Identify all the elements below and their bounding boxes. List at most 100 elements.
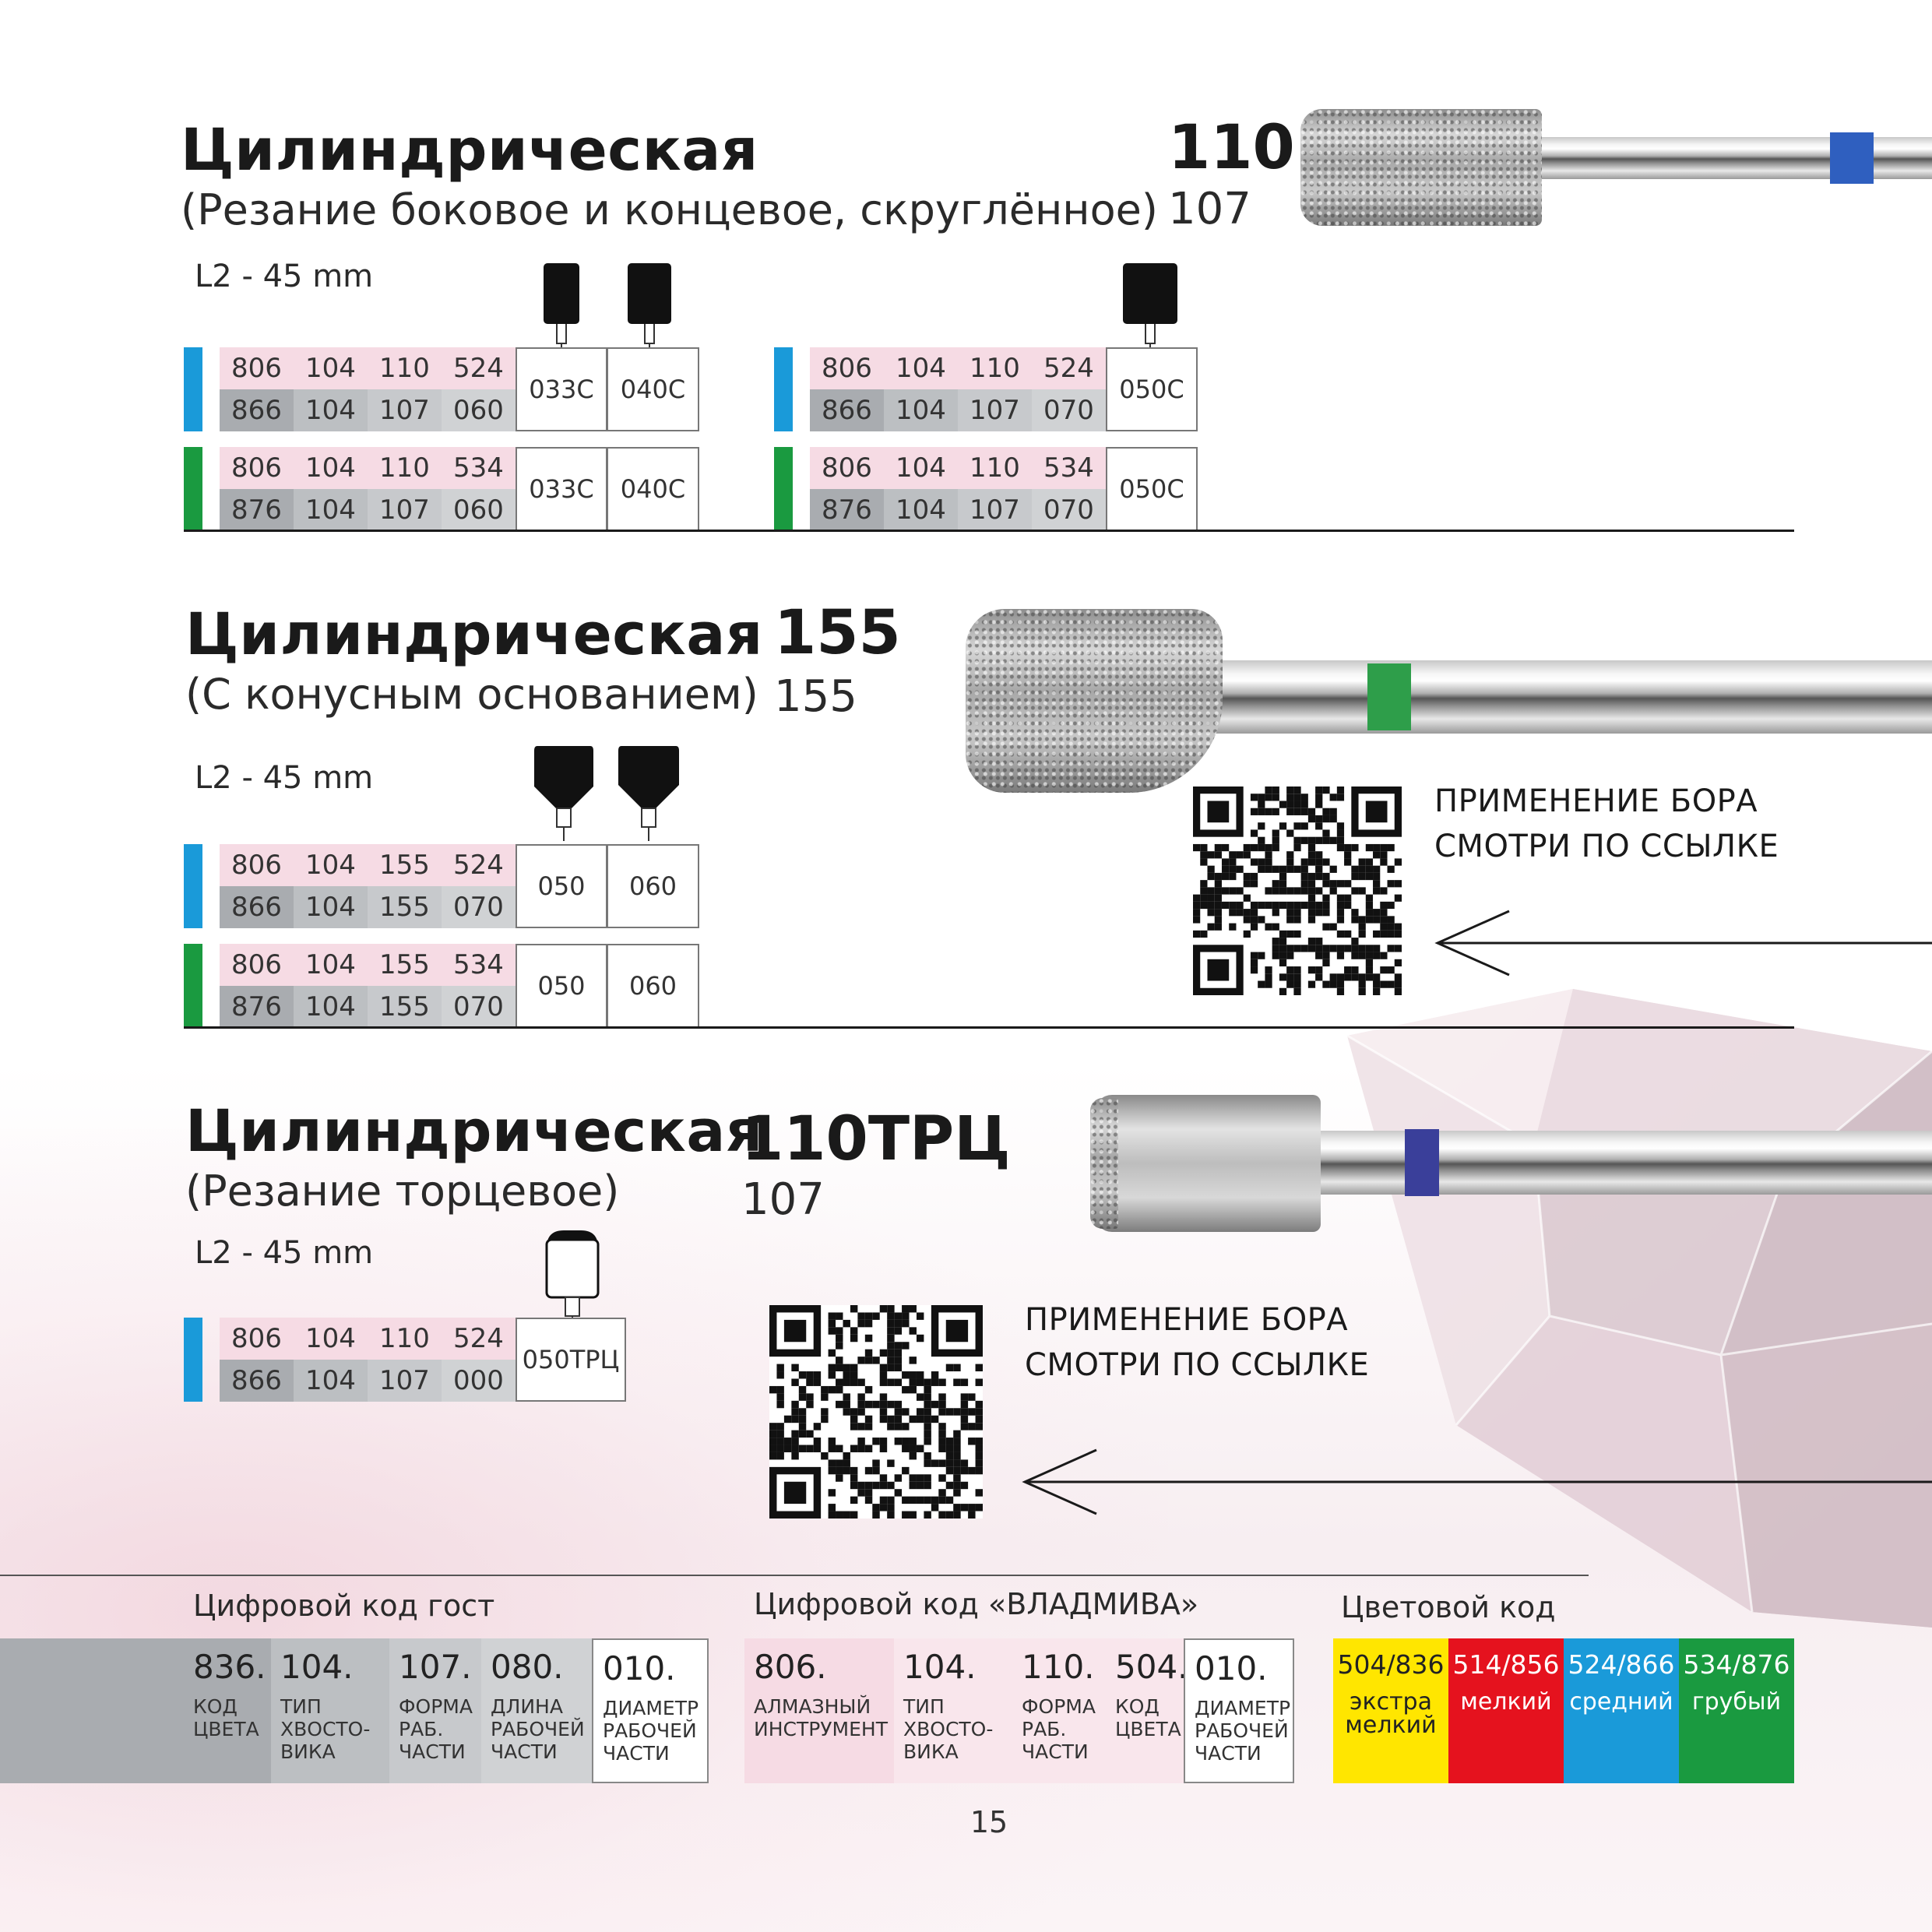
qr-hint-line: СМОТРИ ПО ССЫЛКЕ — [1025, 1347, 1370, 1383]
code-cell: 107 — [368, 1360, 442, 1402]
legend-num: 504/836 — [1337, 1649, 1445, 1680]
legend-gost-title: Цифровой код гост — [193, 1589, 495, 1623]
size-box: 050С — [1106, 347, 1198, 431]
color-bar-green — [184, 447, 202, 531]
size-box: 040С — [607, 447, 699, 531]
legend-num: 534/876 — [1683, 1649, 1790, 1680]
legend-vladmiva-cell: 806. АЛМАЗНЫЙ ИНСТРУМЕНТ — [744, 1638, 894, 1783]
legend-num: 010. — [1195, 1649, 1268, 1687]
legend-vladmiva-cell: 110. ФОРМА РАБ. ЧАСТИ — [1012, 1638, 1106, 1783]
code-cell: 866 — [220, 389, 294, 431]
size-box: 050С — [1106, 447, 1198, 531]
section1-subtitle: (Резание боковое и концевое, скруглённое… — [181, 185, 1158, 234]
code-cell: 110 — [368, 347, 442, 389]
legend-label: ФОРМА РАБ. ЧАСТИ — [1022, 1695, 1096, 1763]
legend-num: 107. — [399, 1648, 472, 1686]
legend-color-yellow: 504/836 экстра мелкий — [1333, 1638, 1448, 1783]
code-cell: 534 — [1032, 447, 1106, 489]
section3-code-main: 110ТРЦ — [741, 1104, 1011, 1174]
code-cell: 104 — [884, 447, 958, 489]
legend-color-red: 514/856 мелкий — [1448, 1638, 1564, 1783]
qr-code-icon[interactable] — [769, 1305, 983, 1519]
code-cell: 107 — [958, 489, 1032, 531]
code-cell: 104 — [294, 944, 368, 986]
section-divider — [184, 530, 1794, 532]
bur-steel-head — [1095, 1095, 1321, 1232]
code-cell: 104 — [294, 489, 368, 531]
qr-hint-line: СМОТРИ ПО ССЫЛКЕ — [1434, 829, 1779, 864]
code-cell: 104 — [294, 844, 368, 886]
legend-label: ДЛИНА РАБОЧЕЙ ЧАСТИ — [491, 1695, 585, 1763]
code-cell: 534 — [442, 944, 516, 986]
legend-label: ТИП ХВОСТО- ВИКА — [903, 1695, 994, 1763]
bur-shank — [1191, 660, 1932, 734]
legend-label: АЛМАЗНЫЙ ИНСТРУМЕНТ — [754, 1695, 888, 1740]
code-cell: 155 — [368, 944, 442, 986]
legend-gost-cell: 010. ДИАМЕТР РАБОЧЕЙ ЧАСТИ — [592, 1638, 709, 1783]
section3-code-sub: 107 — [741, 1174, 825, 1225]
arrow-left-icon — [1434, 910, 1932, 977]
section1-title: Цилиндрическая — [181, 117, 758, 184]
code-cell: 806 — [810, 347, 884, 389]
code-cell: 876 — [810, 489, 884, 531]
legend-num: 010. — [603, 1649, 676, 1687]
legend-vladmiva: 806. АЛМАЗНЫЙ ИНСТРУМЕНТ 104. ТИП ХВОСТО… — [744, 1638, 1294, 1783]
size-box: 033С — [516, 447, 607, 531]
legend-label: мелкий — [1460, 1688, 1552, 1716]
size-box: 050 — [516, 944, 607, 1028]
code-cell: 104 — [884, 347, 958, 389]
code-cell: 000 — [442, 1360, 516, 1402]
qr-hint-line: ПРИМЕНЕНИЕ БОРА — [1434, 783, 1758, 819]
shape-icon-060-cone — [618, 746, 679, 841]
code-cell: 524 — [442, 347, 516, 389]
code-cell: 806 — [220, 447, 294, 489]
code-cell: 104 — [294, 447, 368, 489]
legend-num: 514/856 — [1452, 1649, 1560, 1680]
code-table: 806 104 110 534 876 104 107 070 050С — [774, 447, 1198, 531]
code-cell: 104 — [294, 389, 368, 431]
section1-length: L2 - 45 mm — [195, 259, 374, 294]
code-cell: 806 — [220, 944, 294, 986]
size-box: 040С — [607, 347, 699, 431]
legend-num: 836. — [193, 1648, 266, 1686]
legend-vladmiva-cell: 104. ТИП ХВОСТО- ВИКА — [894, 1638, 1012, 1783]
legend-divider — [0, 1575, 1589, 1576]
code-cell: 070 — [442, 986, 516, 1028]
bur-color-band-blue — [1830, 132, 1874, 184]
legend-num: 110. — [1022, 1648, 1095, 1686]
legend-num: 806. — [754, 1648, 827, 1686]
legend-label: КОД ЦВЕТА — [193, 1695, 259, 1740]
qr-hint-text: ПРИМЕНЕНИЕ БОРА СМОТРИ ПО ССЫЛКЕ — [1434, 779, 1779, 869]
legend-vladmiva-cell: 504. КОД ЦВЕТА — [1106, 1638, 1188, 1783]
section2-code-sub: 155 — [774, 671, 857, 722]
legend-label: грубый — [1691, 1688, 1782, 1716]
code-cell: 866 — [220, 886, 294, 928]
code-cell: 524 — [442, 1318, 516, 1360]
qr-code-icon[interactable] — [1193, 787, 1402, 995]
section3-length: L2 - 45 mm — [195, 1235, 374, 1271]
code-cell: 806 — [810, 447, 884, 489]
shape-icon-033 — [544, 263, 579, 360]
legend-num: 080. — [491, 1648, 564, 1686]
code-cell: 104 — [884, 389, 958, 431]
legend-color-green: 534/876 грубый — [1679, 1638, 1794, 1783]
code-cell: 070 — [1032, 389, 1106, 431]
bur-diamond-face — [1090, 1098, 1118, 1229]
code-table: 806 104 110 524 866 104 107 060 033С 040… — [184, 347, 699, 431]
code-cell: 070 — [1032, 489, 1106, 531]
code-cell: 806 — [220, 347, 294, 389]
size-box: 060 — [607, 844, 699, 928]
legend-vladmiva-cell: 010. ДИАМЕТР РАБОЧЕЙ ЧАСТИ — [1184, 1638, 1294, 1783]
color-bar-green — [774, 447, 793, 531]
shape-icon-040 — [628, 263, 671, 360]
size-box: 050ТРЦ — [516, 1318, 626, 1402]
qr-hint-text: ПРИМЕНЕНИЕ БОРА СМОТРИ ПО ССЫЛКЕ — [1025, 1297, 1369, 1388]
code-cell: 155 — [368, 986, 442, 1028]
legend-gost-cell: 104. ТИП ХВОСТО- ВИКА — [271, 1638, 389, 1783]
legend-num: 524/866 — [1568, 1649, 1675, 1680]
legend-gost: 836. КОД ЦВЕТА 104. ТИП ХВОСТО- ВИКА 107… — [0, 1638, 709, 1783]
bur-color-band-green — [1367, 663, 1411, 730]
bur-shank — [1308, 1131, 1932, 1195]
legend-label: средний — [1569, 1688, 1673, 1716]
color-bar-blue — [184, 347, 202, 431]
